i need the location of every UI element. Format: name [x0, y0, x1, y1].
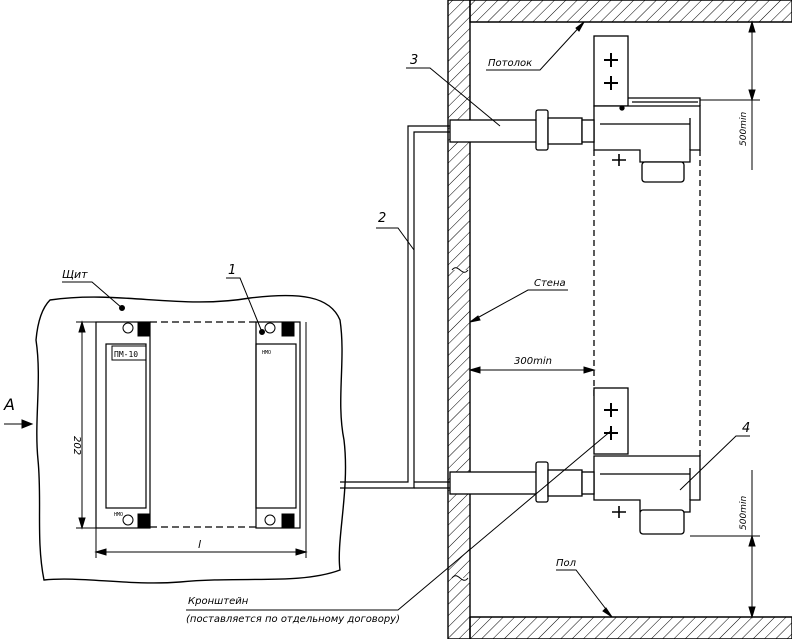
leader-item4 — [679, 435, 750, 491]
dim-wall-offset-arrow-right — [583, 366, 596, 374]
wall-unit — [449, 35, 701, 535]
dimensions — [76, 20, 760, 619]
dim-wall-offset-arrow-left — [468, 366, 481, 374]
leader-item1 — [226, 277, 263, 333]
dim-top-gap-arrow-top — [748, 20, 756, 33]
bottom-nut — [535, 461, 549, 503]
label-wall: Стена — [534, 278, 566, 289]
leader-wall — [469, 289, 568, 323]
dim-label-top-gap: 500min — [739, 112, 749, 146]
view-arrow-head — [21, 419, 34, 429]
top-screw — [612, 154, 626, 166]
left-bottom-screw — [122, 514, 134, 526]
dim-label-width: l — [198, 538, 201, 551]
leader-floor — [556, 569, 613, 618]
leader-item3 — [406, 67, 501, 127]
left-top-screw — [122, 322, 134, 334]
callout-1: 1 — [228, 263, 236, 278]
top-pipe — [449, 119, 539, 143]
left-module-body — [105, 343, 147, 509]
callout-4: 4 — [742, 421, 750, 436]
bottom-mount-plate — [593, 387, 629, 455]
bottom-housing-inner — [600, 468, 691, 500]
module-label-small-left: НМО — [114, 512, 123, 518]
left-module-frame — [95, 321, 151, 529]
bottom-collar — [547, 469, 583, 497]
module-label-top: ПМ-10 — [114, 350, 138, 359]
wall-break-bottom — [451, 575, 469, 581]
bottom-pipe — [449, 471, 539, 495]
top-housing-lip — [628, 97, 701, 106]
top-mount-plus-2 — [604, 76, 618, 90]
leader-floor-arrow — [602, 607, 613, 618]
dim-label-height: 202 — [71, 436, 82, 455]
top-terminal — [641, 161, 685, 183]
top-mark — [619, 105, 625, 111]
bottom-terminal — [639, 509, 685, 535]
right-top-screw — [264, 322, 276, 334]
unit-outline-dashed — [593, 150, 701, 460]
top-collar-end — [581, 119, 595, 143]
dim-label-bottom-gap: 500min — [739, 496, 749, 530]
cable-line-outer — [340, 125, 450, 483]
bottom-housing — [593, 455, 701, 513]
dim-bottom-gap-arrow-bottom — [748, 606, 756, 619]
left-bottom-clip — [137, 513, 151, 529]
dim-top-gap-arrow-bottom — [748, 89, 756, 102]
top-housing-inner — [600, 118, 691, 150]
label-view: А — [3, 395, 15, 414]
left-module-label — [111, 345, 147, 361]
floor-slab — [469, 616, 792, 639]
label-floor: Пол — [556, 558, 577, 569]
wall-break-top — [451, 267, 469, 273]
top-mount-plus-1 — [604, 53, 618, 67]
label-ceiling: Потолок — [488, 58, 532, 69]
cable — [340, 125, 450, 489]
bottom-mount-plus-1 — [604, 403, 618, 417]
leaders — [4, 21, 750, 618]
leader-ceiling-arrow — [575, 21, 585, 32]
panel-outline — [35, 294, 347, 584]
leader-panel — [62, 281, 123, 309]
leader-bracket — [186, 429, 613, 611]
dim-height-arrow-top — [78, 320, 86, 333]
dim-bottom-gap-arrow-top — [748, 534, 756, 547]
top-collar — [547, 117, 583, 145]
wall-left — [447, 0, 471, 639]
bottom-collar-end — [581, 471, 595, 495]
top-nut — [535, 109, 549, 151]
cable-line-2 — [414, 481, 450, 489]
cable-line-inner — [340, 131, 450, 489]
module-label-small-right: НМО — [262, 350, 271, 356]
leader-ceiling — [486, 21, 585, 71]
panel-view — [35, 294, 347, 584]
right-bottom-screw — [264, 514, 276, 526]
bottom-screw — [612, 506, 626, 518]
dim-label-wall-offset: 300min — [514, 356, 552, 367]
label-bracket: Кронштейн — [188, 596, 249, 607]
dim-width-arrow-right — [295, 548, 308, 556]
right-module-body — [255, 343, 297, 509]
bottom-mount-plus-2 — [604, 426, 618, 440]
dim-width-arrow-left — [94, 548, 107, 556]
leader-item2 — [376, 227, 415, 251]
callout-2: 2 — [378, 211, 386, 226]
right-top-clip — [281, 321, 295, 337]
top-mount-plate — [593, 35, 629, 107]
callout-3: 3 — [410, 53, 418, 68]
label-panel: Щит — [62, 268, 88, 281]
left-top-clip — [137, 321, 151, 337]
leader-wall-arrow — [469, 315, 481, 323]
dim-height-arrow-bottom — [78, 517, 86, 530]
label-bracket-note: (поставляется по отдельному договору) — [186, 614, 400, 625]
ceiling-slab — [469, 0, 792, 23]
top-housing — [593, 105, 701, 163]
labels: 3 2 1 4 Потолок Стена Пол Щит А Кронштей… — [3, 53, 750, 625]
right-module-frame — [255, 321, 301, 529]
right-bottom-clip — [281, 513, 295, 529]
